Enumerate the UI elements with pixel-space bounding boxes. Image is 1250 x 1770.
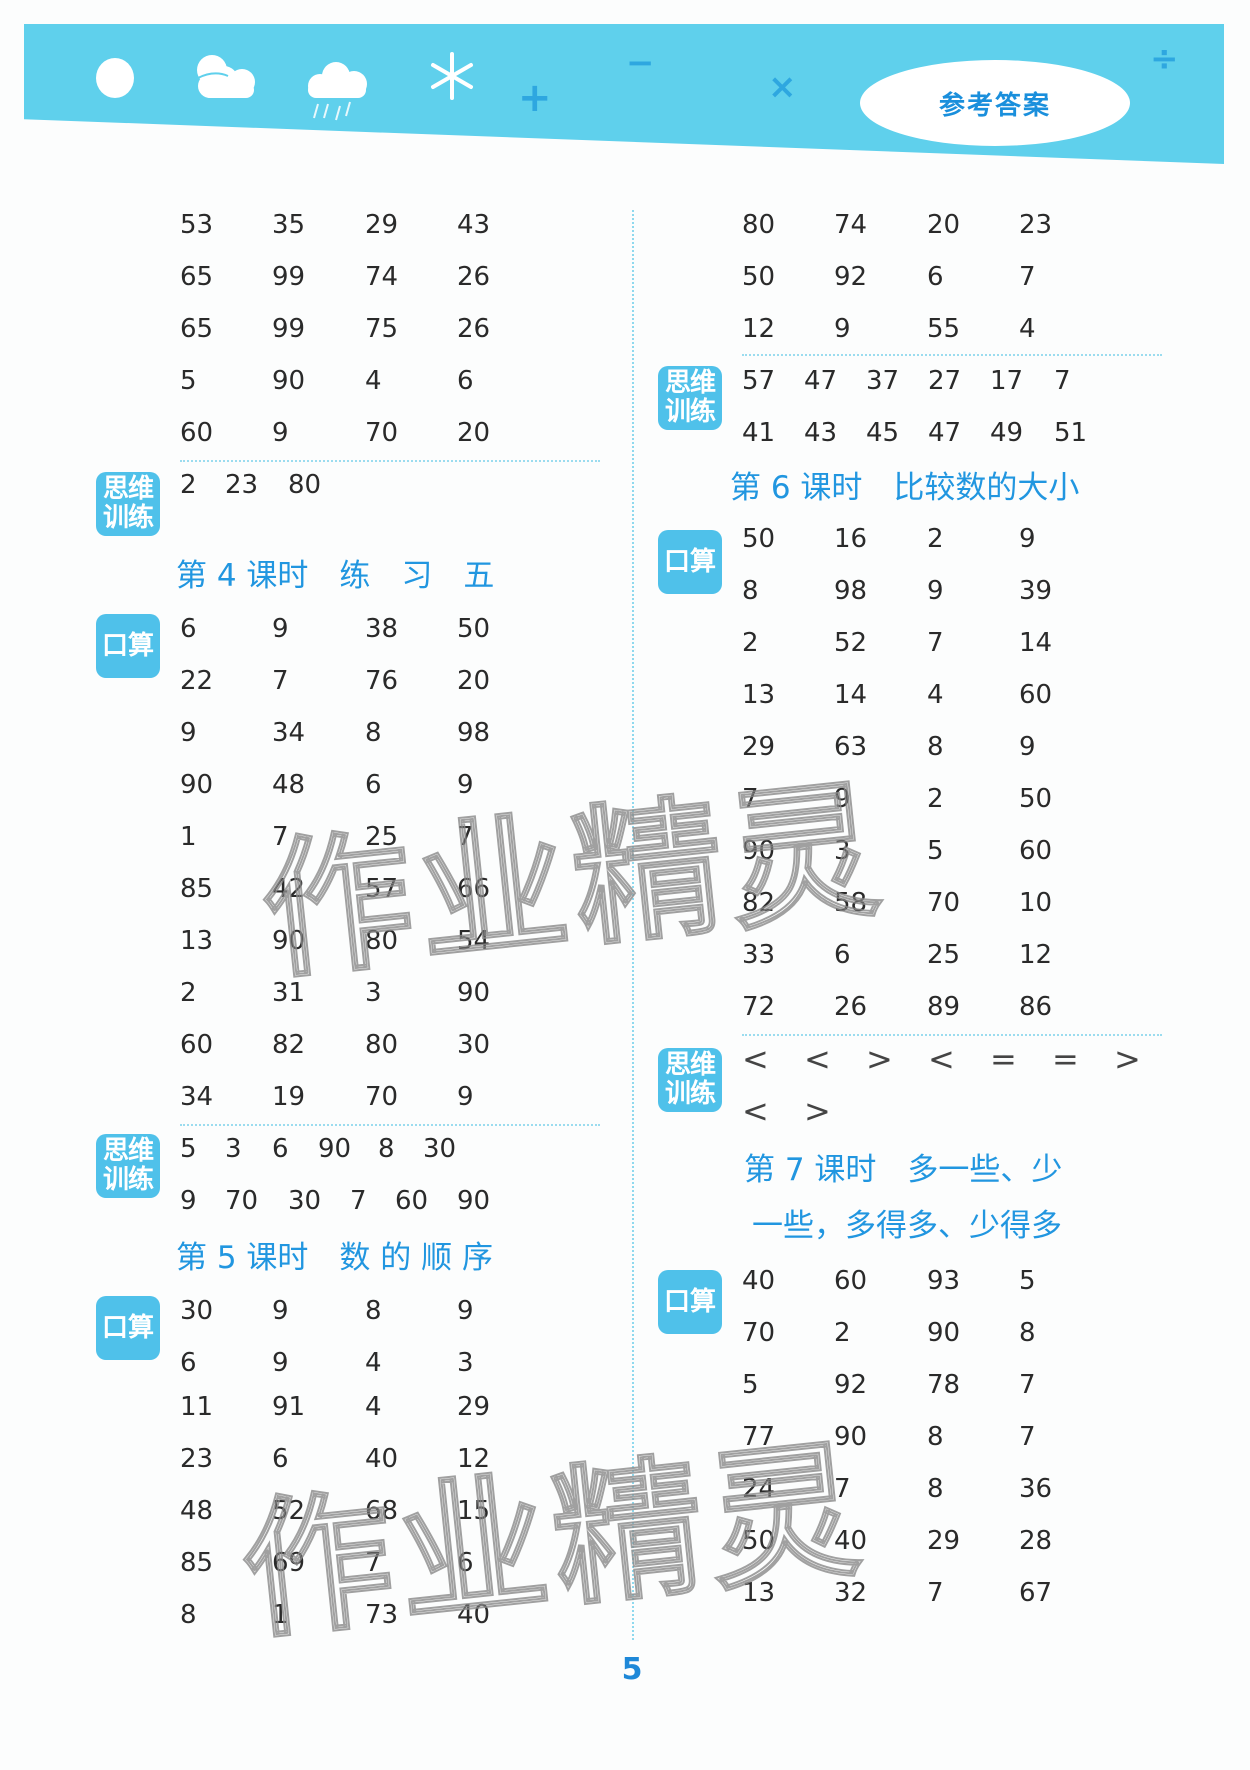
page-number: 5 bbox=[621, 1652, 643, 1687]
lesson-6-title: 第 6 课时 比较数的大小 bbox=[730, 470, 1080, 506]
oral-calc-tag: 口算 bbox=[96, 614, 160, 678]
think-training-tag: 思维训练 bbox=[658, 366, 722, 430]
lesson-7-title-line1: 第 7 课时 多一些、少 bbox=[744, 1152, 1063, 1188]
watermark: 作业精灵 bbox=[253, 762, 894, 1002]
think-training-tag: 思维训练 bbox=[96, 472, 160, 536]
section-divider bbox=[180, 460, 600, 462]
oral-calc-tag: 口算 bbox=[658, 530, 722, 594]
answer-key-badge: 参考答案 bbox=[860, 60, 1130, 146]
plus-icon: + bbox=[518, 75, 552, 121]
watermark: 作业精灵 bbox=[233, 1422, 874, 1662]
lesson-5-title: 第 5 课时 数 的 顺 序 bbox=[176, 1240, 493, 1276]
minus-icon: − bbox=[626, 43, 655, 83]
section-divider bbox=[742, 1034, 1162, 1036]
think-training-tag: 思维训练 bbox=[658, 1048, 722, 1112]
section-divider bbox=[180, 1124, 600, 1126]
times-icon: × bbox=[768, 67, 797, 107]
lesson-4-title: 第 4 课时 练 习 五 bbox=[176, 558, 495, 594]
snowflake-icon bbox=[431, 52, 473, 100]
oral-calc-tag: 口算 bbox=[96, 1296, 160, 1360]
divide-icon: ÷ bbox=[1150, 39, 1179, 79]
oral-calc-tag: 口算 bbox=[658, 1270, 722, 1334]
section-divider bbox=[742, 354, 1162, 356]
think-training-tag: 思维训练 bbox=[96, 1134, 160, 1198]
column-divider bbox=[632, 210, 634, 1640]
sun-cloud-icon bbox=[197, 55, 255, 98]
sun-icon bbox=[96, 58, 134, 98]
lesson-7-title-line2: 一些，多得多、少得多 bbox=[752, 1208, 1062, 1244]
rain-cloud-icon bbox=[308, 62, 367, 121]
